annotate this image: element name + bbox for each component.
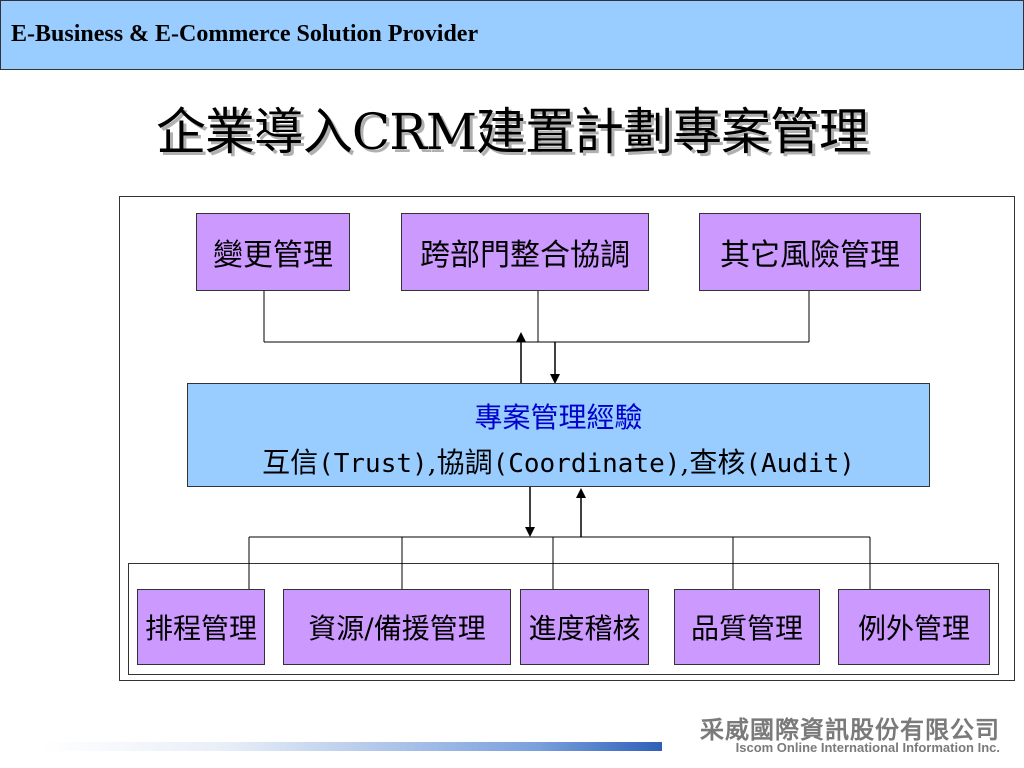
box-cross-dept-coordination-label: 跨部門整合協調 — [420, 238, 630, 273]
center-title: 專案管理經驗 — [474, 401, 643, 434]
arrow-down-top-head — [550, 374, 560, 384]
box-resource-backup-management: 資源/備援管理 — [283, 589, 511, 665]
company-logo-english: Iscom Online International Information I… — [735, 740, 1000, 755]
box-other-risk-management-label: 其它風險管理 — [720, 238, 900, 273]
header-bar: E-Business & E-Commerce Solution Provide… — [0, 0, 1024, 70]
box-quality-management: 品質管理 — [674, 589, 820, 665]
box-other-risk-management: 其它風險管理 — [699, 213, 921, 291]
box-change-management: 變更管理 — [196, 213, 350, 291]
box-schedule-management-label: 排程管理 — [144, 612, 257, 645]
arrow-up-top-head — [516, 332, 526, 342]
center-principles: 互信(Trust),協調(Coordinate),查核(Audit) — [188, 441, 929, 481]
box-cross-dept-coordination: 跨部門整合協調 — [401, 213, 649, 291]
principle-coordinate-cn: ,協調 — [427, 446, 493, 479]
box-project-management-experience: 專案管理經驗 互信(Trust),協調(Coordinate),查核(Audit… — [187, 383, 930, 487]
principle-audit-en: (Audit) — [745, 449, 855, 479]
header-title: E-Business & E-Commerce Solution Provide… — [11, 21, 479, 47]
box-exception-management: 例外管理 — [838, 589, 990, 665]
footer-gradient-bar — [40, 742, 662, 751]
box-quality-management-label: 品質管理 — [690, 612, 803, 645]
principle-trust-en: (Trust) — [318, 449, 428, 479]
box-schedule-management: 排程管理 — [137, 589, 265, 665]
slide-title: 企業導入CRM建置計劃專案管理 — [155, 103, 869, 161]
bottom-group-frame — [128, 563, 999, 675]
box-resource-backup-management-label: 資源/備援管理 — [308, 612, 486, 645]
arrow-down-bottom-head — [525, 527, 535, 537]
box-exception-management-label: 例外管理 — [857, 612, 970, 645]
diagram-frame — [119, 196, 1015, 681]
arrow-up-bottom-head — [576, 488, 586, 498]
box-change-management-label: 變更管理 — [213, 238, 333, 273]
box-progress-audit-label: 進度稽核 — [528, 612, 641, 645]
slide-title-container: 企業導入CRM建置計劃專案管理 — [0, 92, 1024, 164]
principle-trust-cn: 互信 — [262, 446, 319, 479]
principle-coordinate-en: (Coordinate) — [492, 449, 681, 479]
company-logo-chinese: 采威國際資訊股份有限公司 — [700, 716, 1000, 744]
principle-audit-cn: ,查核 — [680, 446, 746, 479]
box-progress-audit: 進度稽核 — [520, 589, 649, 665]
